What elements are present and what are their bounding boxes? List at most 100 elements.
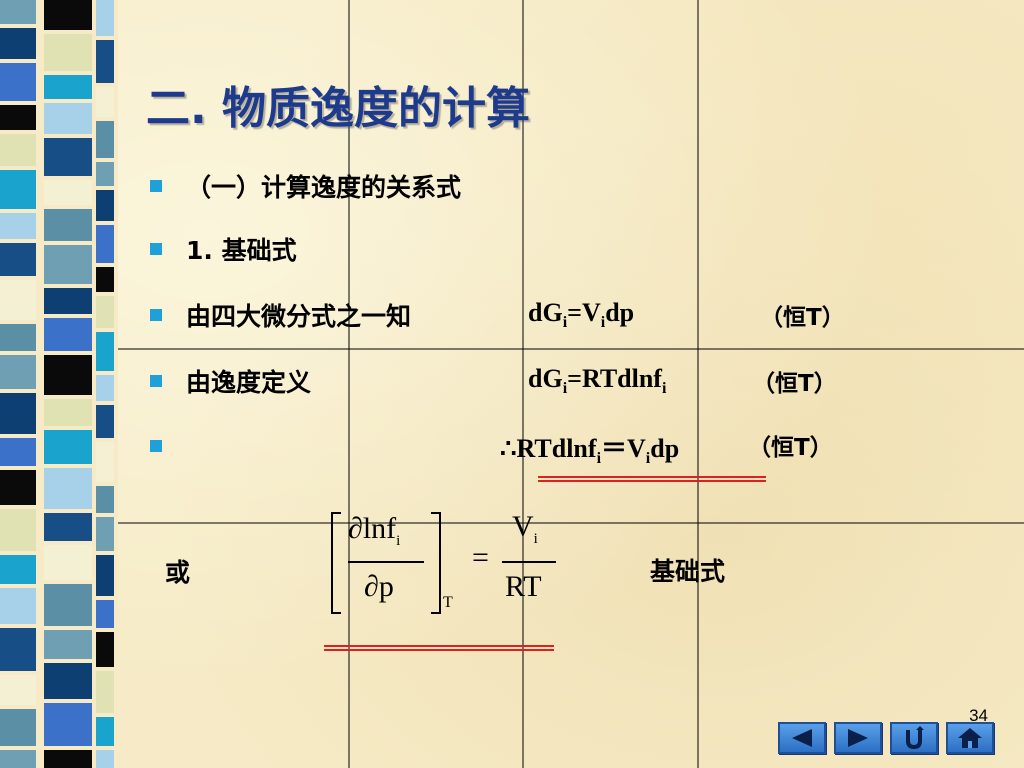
bullet-text-3: 由四大微分式之一知 (186, 302, 412, 331)
strip-block (96, 40, 114, 83)
strip-block (0, 280, 36, 320)
strip-block (96, 600, 114, 628)
strip-block (44, 513, 92, 541)
strip-block (0, 750, 36, 768)
strip-block (0, 0, 36, 24)
bullet-icon (150, 375, 162, 387)
red-underline (538, 476, 766, 478)
strip-block (44, 703, 92, 746)
strip-block (0, 105, 36, 130)
strip-block (0, 470, 36, 505)
strip-block (44, 209, 92, 241)
bullet-text-2: 1. 基础式 (186, 236, 297, 265)
next-icon (848, 729, 868, 747)
strip-block (0, 555, 36, 584)
strip-column (44, 0, 92, 768)
formula-label: 基础式 (650, 557, 726, 586)
numerator: ∂lnfi (348, 512, 401, 549)
strip-block (44, 663, 92, 699)
strip-block (44, 138, 92, 176)
prev-icon (792, 729, 812, 747)
bullet-icon (150, 243, 162, 255)
home-icon (958, 728, 982, 748)
strip-block (96, 717, 114, 746)
strip-block (44, 103, 92, 134)
page-number: 34 (969, 706, 988, 725)
strip-block (96, 750, 114, 768)
equation-dgi-rtdlnfi: dGi=RTdlnfi (528, 364, 667, 398)
return-button[interactable] (890, 722, 938, 754)
strip-block (44, 750, 92, 768)
strip-block (96, 0, 114, 36)
strip-block (0, 213, 36, 239)
right-bracket (431, 512, 441, 614)
prev-slide-button[interactable] (778, 722, 826, 754)
condition-constant-t: （恒T） (752, 371, 837, 397)
strip-block (44, 245, 92, 284)
strip-block (96, 405, 114, 438)
fraction-line (348, 561, 424, 563)
red-underline (538, 480, 766, 482)
strip-block (96, 632, 114, 667)
strip-block (0, 438, 36, 466)
or-label: 或 (165, 558, 191, 587)
strip-block (96, 332, 114, 371)
red-underline (324, 645, 554, 647)
strip-block (96, 162, 114, 186)
decorative-strip (0, 0, 118, 768)
left-bracket (331, 512, 341, 614)
red-underline (324, 649, 554, 651)
strip-column (0, 0, 36, 768)
strip-block (44, 399, 92, 426)
strip-block (0, 28, 36, 59)
strip-block (0, 588, 36, 624)
bullet-icon (150, 440, 162, 452)
strip-block (0, 675, 36, 705)
strip-block (0, 709, 36, 746)
rhs-fraction-line (502, 561, 556, 563)
strip-block (0, 170, 36, 209)
strip-block (44, 355, 92, 395)
bullet-icon (150, 309, 162, 321)
strip-block (44, 318, 92, 351)
strip-block (0, 134, 36, 166)
denominator: ∂p (364, 570, 394, 603)
bullet-icon (150, 180, 162, 192)
strip-column (96, 0, 114, 768)
strip-block (96, 121, 114, 158)
strip-block (0, 628, 36, 671)
strip-block (96, 486, 114, 513)
strip-block (96, 87, 114, 117)
strip-block (0, 355, 36, 389)
strip-block (96, 555, 114, 596)
condition-constant-t: （恒T） (748, 435, 833, 461)
bullet-text-1: （一）计算逸度的关系式 (186, 173, 462, 202)
equation-dgi-vidp: dGi=Vidp (528, 298, 635, 332)
strip-block (0, 324, 36, 351)
strip-block (96, 190, 114, 221)
strip-block (96, 517, 114, 551)
strip-block (44, 430, 92, 464)
strip-block (44, 545, 92, 580)
condition-constant-t: （恒T） (760, 305, 845, 331)
strip-block (44, 468, 92, 509)
strip-block (44, 180, 92, 205)
strip-block (44, 584, 92, 626)
strip-block (0, 393, 36, 434)
strip-block (0, 63, 36, 101)
strip-block (96, 225, 114, 263)
strip-block (44, 630, 92, 659)
strip-block (0, 243, 36, 276)
strip-block (96, 442, 114, 482)
equation-therefore: ∴RTdlnfi＝Vidp (500, 434, 680, 468)
strip-block (44, 34, 92, 71)
strip-block (0, 509, 36, 551)
slide-title: 二. 物质逸度的计算 (146, 83, 531, 134)
strip-block (44, 75, 92, 99)
return-icon (906, 726, 924, 750)
home-button[interactable] (946, 722, 994, 754)
rhs-denominator: RT (505, 570, 542, 603)
next-slide-button[interactable] (834, 722, 882, 754)
strip-block (96, 296, 114, 328)
strip-block (96, 671, 114, 713)
